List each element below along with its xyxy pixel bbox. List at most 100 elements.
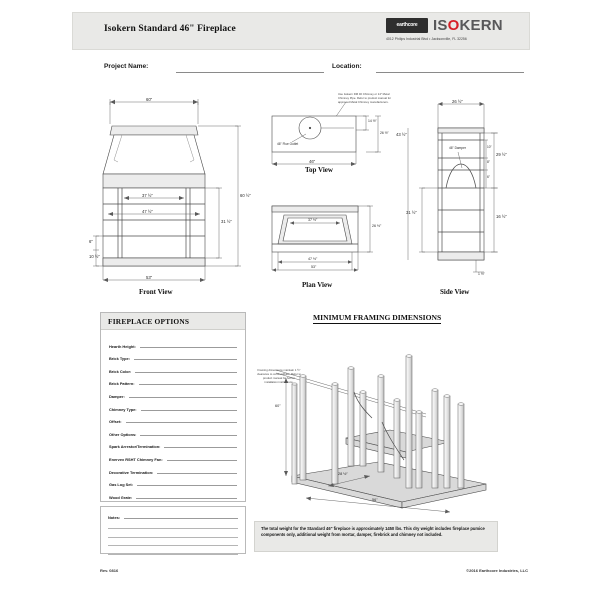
option-label: Brick Color:	[109, 368, 132, 374]
option-input-line[interactable]	[136, 497, 237, 499]
front-dim-base-width: 53"	[146, 275, 153, 280]
option-label: Chimney Type:	[109, 406, 137, 412]
front-view-label: Front View	[139, 288, 173, 296]
side-dim-overall-height: 43 ½"	[396, 132, 407, 137]
option-input-line[interactable]	[137, 485, 237, 487]
plan-view-label: Plan View	[302, 281, 333, 289]
side-dim-lower-height: 16 ½"	[496, 214, 507, 219]
footer-copyright: ©2016 Earthcore Industries, LLC	[466, 568, 528, 573]
side-dim-inner-b: 8"	[487, 160, 490, 164]
side-dim-inner-c: 6"	[487, 175, 490, 179]
weight-note-box: The total weight for the Standard 46" fi…	[254, 521, 498, 552]
plan-dim-depth: 26 ½"	[372, 224, 382, 228]
option-row: Brick Pattern:	[109, 375, 237, 388]
side-dim-top-width: 26 ½"	[452, 99, 463, 104]
option-label: Gas Log Set:	[109, 482, 133, 488]
front-dim-top-width: 60"	[146, 97, 153, 102]
option-input-line[interactable]	[125, 422, 237, 424]
option-label: Brick Type:	[109, 356, 130, 362]
brand-logo: earthcore ISOKERN 4012 Philips Industria…	[386, 16, 522, 48]
notes-input-line-5[interactable]	[108, 546, 238, 555]
option-input-line[interactable]	[139, 346, 237, 348]
front-dim-opening-upper: 37 ½"	[142, 193, 153, 198]
earthcore-logo-text: earthcore	[396, 22, 418, 28]
side-damper-label: 46" Damper	[449, 146, 466, 150]
option-input-line[interactable]	[138, 384, 237, 386]
option-row: Spark Arrestor/Termination:	[109, 438, 237, 451]
notes-box[interactable]: Notes:	[100, 506, 246, 555]
option-label: Decorative Termination:	[109, 469, 154, 475]
option-row: Hearth Height:	[109, 337, 237, 350]
framing-dim-height: 60"	[275, 404, 281, 408]
notes-input-line-4[interactable]	[108, 538, 238, 547]
option-input-line[interactable]	[164, 447, 237, 449]
side-dim-body-height: 31 ½"	[406, 210, 417, 215]
option-row: Offset:	[109, 413, 237, 426]
notes-input-line-2[interactable]	[108, 521, 238, 530]
side-dim-upper-height: 29 ½"	[496, 152, 507, 157]
front-dim-opening-lower: 47 ½"	[142, 209, 153, 214]
top-view-label: Top View	[305, 166, 333, 174]
notes-label: Notes:	[108, 514, 121, 520]
weight-note-text: The total weight for the Standard 46" fi…	[261, 526, 485, 538]
side-view-label: Side View	[440, 288, 470, 296]
page-title: Isokern Standard 46" Fireplace	[104, 24, 236, 34]
option-input-line[interactable]	[135, 371, 237, 373]
project-name-label: Project Name:	[104, 63, 149, 70]
top-dim-depth: 26 ½"	[380, 131, 389, 135]
option-input-line[interactable]	[157, 472, 237, 474]
framing-dim-width: 56"	[372, 498, 378, 502]
side-dim-base: 1 ½"	[478, 272, 485, 276]
top-view-callout: Use Isokern DM 46 Chimney or 14" Metal C…	[338, 92, 392, 105]
header-band	[72, 12, 530, 50]
option-row: Other Options:	[109, 425, 237, 438]
plan-view-drawing: 37 ½" 26 ½" 47 ½" 53"	[266, 196, 392, 286]
option-label: Spark Arrestor/Termination:	[109, 444, 161, 450]
top-flue-label: 46" Flue Outlet	[277, 142, 299, 146]
option-row: Gas Log Set:	[109, 476, 237, 489]
framing-section-title: MINIMUM FRAMING DIMENSIONS	[313, 313, 442, 324]
isokern-logo-text: ISOKERN	[433, 16, 503, 34]
project-name-input[interactable]	[176, 72, 324, 73]
option-row: Enervex RSHT Chimney Fan:	[109, 450, 237, 463]
earthcore-logo-box: earthcore	[386, 17, 428, 33]
front-dim-hearth-a: 6"	[89, 239, 93, 244]
side-dim-inner-a: 10"	[487, 145, 492, 149]
fireplace-options-title: FIREPLACE OPTIONS	[108, 316, 190, 326]
option-input-line[interactable]	[140, 409, 237, 411]
notes-input-line-3[interactable]	[108, 529, 238, 538]
option-label: Brick Pattern:	[109, 381, 135, 387]
option-row: Decorative Termination:	[109, 463, 237, 476]
front-dim-hearth-b: 10 ½"	[89, 254, 100, 259]
plan-dim-inner-width: 37 ½"	[308, 218, 318, 222]
project-fields: Project Name: Location:	[104, 62, 524, 76]
option-label: Damper:	[109, 393, 125, 399]
fireplace-options-box: FIREPLACE OPTIONS Hearth Height: Brick Ty…	[100, 312, 246, 502]
option-row: Brick Color:	[109, 362, 237, 375]
framing-side-note: Framing dimensions maintain 1 ½" clearan…	[257, 368, 301, 385]
plan-dim-mid-width: 47 ½"	[308, 257, 318, 261]
option-input-line[interactable]	[140, 434, 237, 436]
option-row: Chimney Type:	[109, 400, 237, 413]
option-label: Wood Grate:	[109, 494, 133, 500]
option-row: Brick Type:	[109, 350, 237, 363]
option-row: Damper:	[109, 387, 237, 400]
option-label: Hearth Height:	[109, 343, 136, 349]
option-label: Other Options:	[109, 431, 137, 437]
location-input[interactable]	[376, 72, 524, 73]
framing-drawing: 60" 28 ½" 56" Framing dimensions maintai…	[254, 326, 500, 516]
fireplace-options-header: FIREPLACE OPTIONS	[101, 313, 245, 330]
footer-revision: Rev. 0816	[100, 568, 119, 573]
notes-input-line-1[interactable]	[124, 517, 238, 519]
top-dim-width: 46"	[309, 159, 316, 164]
option-input-line[interactable]	[133, 359, 237, 361]
plan-dim-outer-width: 53"	[311, 265, 317, 269]
front-dim-overall-height: 60 ½"	[240, 193, 251, 198]
option-input-line[interactable]	[128, 396, 237, 398]
option-label: Enervex RSHT Chimney Fan:	[109, 456, 163, 462]
location-label: Location:	[332, 63, 362, 70]
option-row: Wood Grate:	[109, 488, 237, 501]
option-input-line[interactable]	[166, 459, 237, 461]
company-address: 4012 Philips Industrial Blvd • Jacksonvi…	[386, 37, 467, 41]
framing-dim-depth: 28 ½"	[338, 472, 348, 476]
